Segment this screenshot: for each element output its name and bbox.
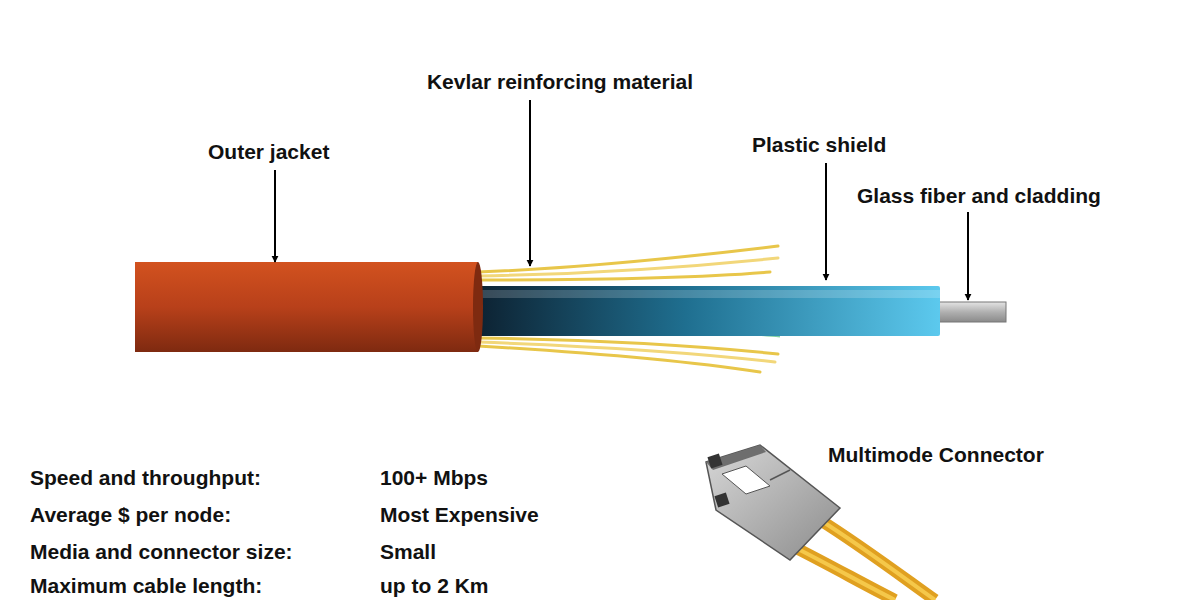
table-cell: Most Expensive [380,503,539,526]
part-label: Kevlar reinforcing material [427,70,693,93]
part-label: Plastic shield [752,133,886,156]
part-label: Glass fiber and cladding [857,184,1101,207]
table-cell: 100+ Mbps [380,466,488,489]
table-cell: up to 2 Km [380,574,489,597]
glass-fiber [930,302,1006,322]
table-cell: Speed and throughput: [30,466,261,489]
part-label: Outer jacket [208,140,329,163]
multimode-connector [706,445,935,600]
table-cell: Average $ per node: [30,503,231,526]
table-cell: Small [380,540,436,563]
plastic-shield [478,286,940,336]
part-label: Multimode Connector [828,443,1044,466]
table-cell: Media and connector size: [30,540,293,563]
outer-jacket [135,262,478,352]
table-cell: Maximum cable length: [30,574,262,597]
